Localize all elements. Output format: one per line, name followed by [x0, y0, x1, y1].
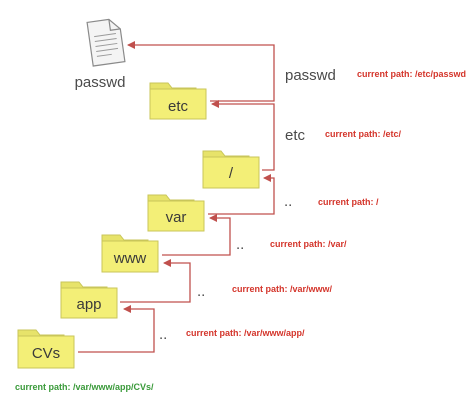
- arrow-root: [208, 174, 275, 215]
- start-path: current path: /var/www/app/CVs/: [15, 382, 154, 392]
- step-label: ..: [284, 193, 292, 210]
- arrow-www: [120, 259, 191, 303]
- arrow-etc: [211, 100, 275, 171]
- current-path: current path: /etc/: [325, 129, 402, 139]
- file-label: passwd: [75, 74, 126, 91]
- current-path: current path: /: [318, 197, 379, 207]
- step-label: ..: [197, 283, 205, 300]
- folder-app: app: [60, 281, 118, 319]
- current-path: current path: /var/www/app/: [186, 328, 305, 338]
- arrow-app: [78, 305, 155, 353]
- current-path: current path: /var/: [270, 239, 347, 249]
- folder-label: CVs: [32, 345, 60, 362]
- folder-label: /: [229, 165, 234, 182]
- folder-www: www: [101, 234, 159, 273]
- folder-etc: etc: [149, 82, 207, 120]
- folder-label: www: [113, 250, 147, 267]
- folder-root: /: [202, 150, 260, 189]
- folder-cvs: CVs: [17, 329, 75, 369]
- current-path: current path: /etc/passwd: [357, 69, 466, 79]
- folder-var: var: [147, 194, 205, 232]
- folder-label: etc: [168, 98, 189, 115]
- arrow-passwd: [127, 41, 275, 102]
- step-label: passwd: [285, 67, 336, 84]
- folder-label: app: [76, 296, 101, 313]
- step-label: etc: [285, 127, 306, 144]
- current-path: current path: /var/www/: [232, 284, 333, 294]
- arrow-var: [162, 214, 231, 256]
- folder-label: var: [166, 209, 187, 226]
- step-label: ..: [236, 236, 244, 253]
- step-label: ..: [159, 326, 167, 343]
- document-icon: [86, 18, 126, 67]
